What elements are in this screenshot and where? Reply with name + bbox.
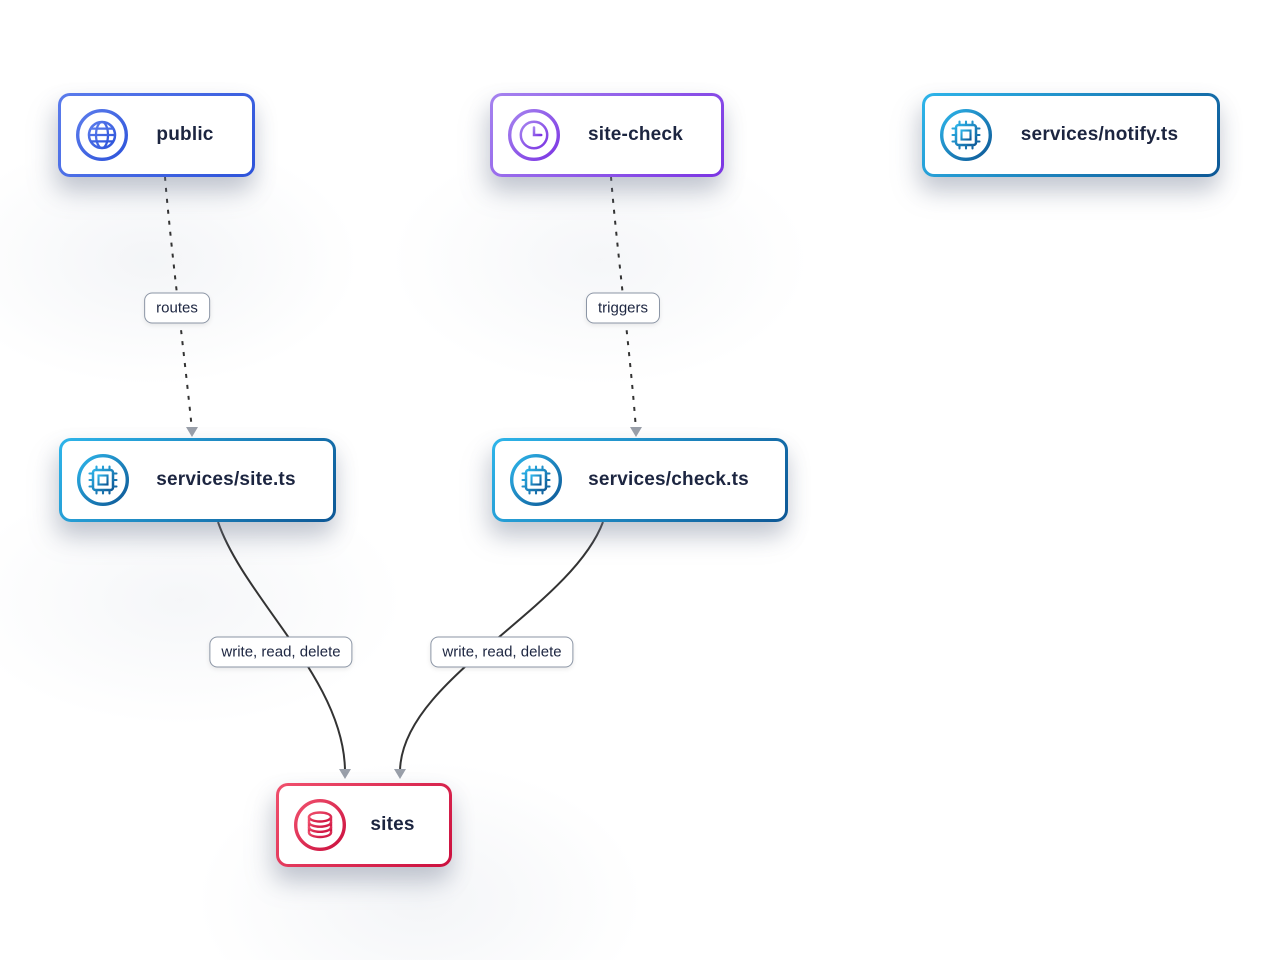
node-label: services/check.ts [588,469,749,490]
edge-label-triggers: triggers [585,292,661,324]
clock-icon [506,107,562,163]
node-body: services/notify.ts [925,96,1217,174]
node-body: site-check [493,96,721,174]
node-services-check: services/check.ts [492,438,788,522]
node-label: services/notify.ts [1020,124,1179,145]
arrowhead [339,769,351,779]
edge-label-write-read-delete: write, read, delete [209,636,353,668]
arrowhead [186,427,198,437]
globe-icon [74,107,130,163]
node-label: public [156,124,214,145]
node-body: sites [279,786,449,864]
chip-icon [75,452,131,508]
node-services-site: services/site.ts [59,438,336,522]
edge-label-write-read-delete: write, read, delete [430,636,574,668]
node-sites: sites [276,783,452,867]
arrowhead [630,427,642,437]
node-body: public [61,96,252,174]
node-site-check: site-check [490,93,724,177]
node-public: public [58,93,255,177]
node-services-notify: services/notify.ts [922,93,1220,177]
edge-label-routes: routes [144,292,210,324]
node-label: site-check [588,124,683,145]
database-icon [292,797,348,853]
node-body: services/check.ts [495,441,785,519]
arrowhead [394,769,406,779]
node-label: services/site.ts [156,469,296,490]
chip-icon [508,452,564,508]
node-label: sites [370,814,415,835]
node-body: services/site.ts [62,441,333,519]
chip-icon [938,107,994,163]
